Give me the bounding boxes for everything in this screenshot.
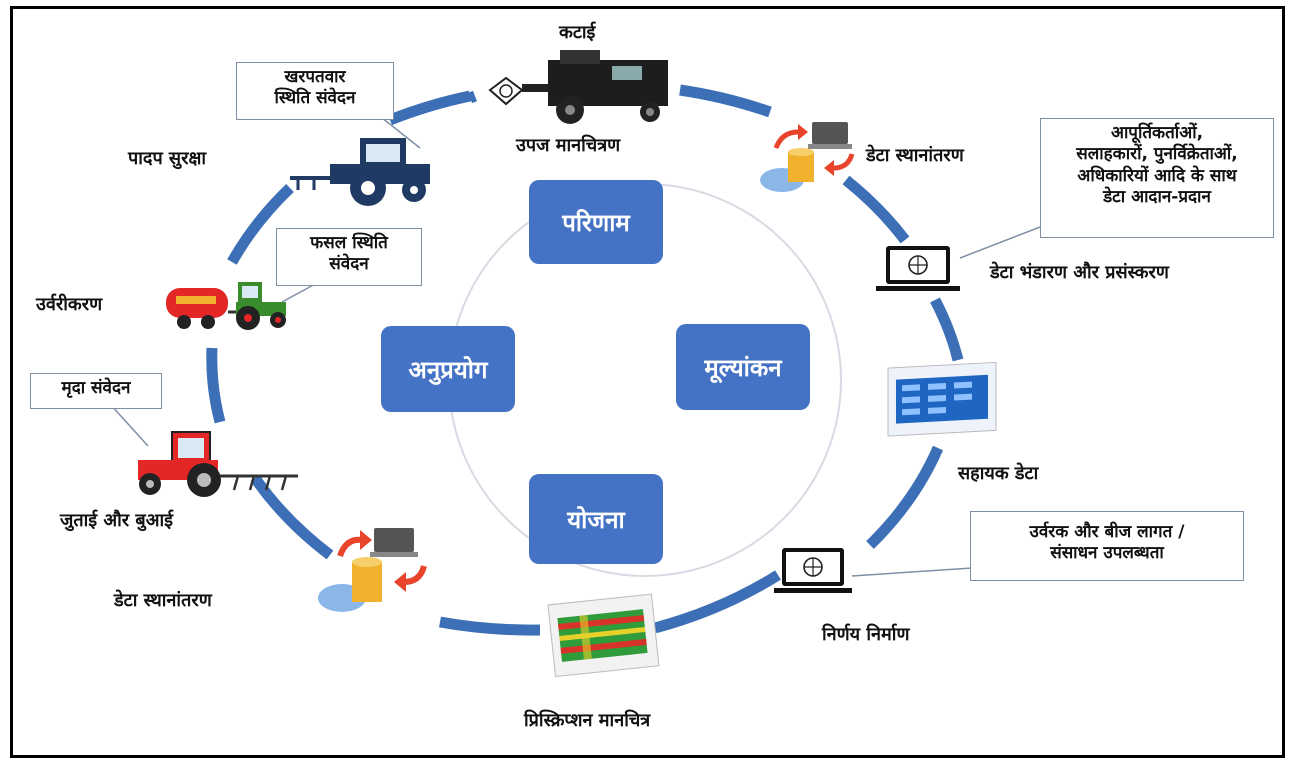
- dashboard-screenshot-icon: [887, 361, 997, 437]
- center-box-results: परिणाम: [529, 180, 663, 264]
- label-yield-mapping: उपज मानचित्रण: [516, 135, 621, 156]
- tractor-icon: [138, 431, 298, 497]
- label-decision-making: निर्णय निर्माण: [822, 624, 910, 645]
- laptop-icon: [876, 246, 960, 291]
- label-data-storage: डेटा भंडारण और प्रसंस्करण: [990, 262, 1169, 283]
- label-fertilization: उर्वरीकरण: [36, 294, 103, 315]
- fertilizer-tanker-icon: [166, 282, 286, 330]
- callout-line: सलाहकारों, पुनर्विक्रेताओं,: [1076, 144, 1238, 165]
- outer-cycle: [206, 84, 964, 636]
- callout-line: खरपतवार: [284, 67, 346, 87]
- callout-weed-sensing: खरपतवार स्थिति संवेदन: [236, 62, 394, 120]
- data-transfer-icon: [760, 122, 855, 192]
- label-data-transfer-bottom: डेटा स्थानांतरण: [114, 590, 212, 611]
- combine-harvester-icon: [488, 50, 668, 124]
- center-box-planning: योजना: [529, 474, 663, 564]
- callout-line: स्थिति संवेदन: [274, 88, 356, 109]
- laptop-icon: [774, 548, 852, 593]
- callout-line: मृदा संवेदन: [61, 378, 131, 398]
- center-box-application: अनुप्रयोग: [381, 326, 515, 412]
- label-tillage-sowing: जुताई और बुआई: [60, 510, 173, 531]
- center-box-evaluation: मूल्यांकन: [676, 324, 810, 410]
- callout-line: उर्वरक और बीज लागत /: [1029, 522, 1185, 542]
- callout-line: संसाधन उपलब्धता: [1050, 543, 1164, 564]
- callout-pointer: [959, 221, 1054, 259]
- callout-fertilizer-cost: उर्वरक और बीज लागत / संसाधन उपलब्धता: [970, 511, 1244, 581]
- callout-line: डेटा आदान-प्रदान: [1103, 186, 1211, 207]
- label-harvest: कटाई: [559, 22, 596, 43]
- prescription-map-icon: [547, 593, 660, 678]
- callout-pointer: [109, 403, 149, 447]
- label-support-data: सहायक डेटा: [958, 463, 1039, 484]
- callout-line: आपूर्तिकर्ताओं,: [1110, 123, 1204, 143]
- callout-pointer: [851, 567, 973, 577]
- callout-soil-sensing: मृदा संवेदन: [30, 373, 162, 409]
- data-transfer-icon: [318, 528, 427, 612]
- callout-line: फसल स्थिति: [310, 233, 388, 253]
- sprayer-tractor-icon: [290, 138, 430, 206]
- label-data-transfer-top: डेटा स्थानांतरण: [866, 145, 964, 166]
- callout-line: संवेदन: [329, 254, 369, 275]
- label-prescription-map: प्रिस्क्रिप्शन मानचित्र: [524, 710, 651, 731]
- callout-data-exchange: आपूर्तिकर्ताओं, सलाहकारों, पुनर्विक्रेता…: [1040, 118, 1274, 238]
- callout-crop-sensing: फसल स्थिति संवेदन: [276, 228, 422, 286]
- callout-line: अधिकारियों आदि के साथ: [1077, 165, 1237, 186]
- label-plant-protection: पादप सुरक्षा: [128, 148, 207, 169]
